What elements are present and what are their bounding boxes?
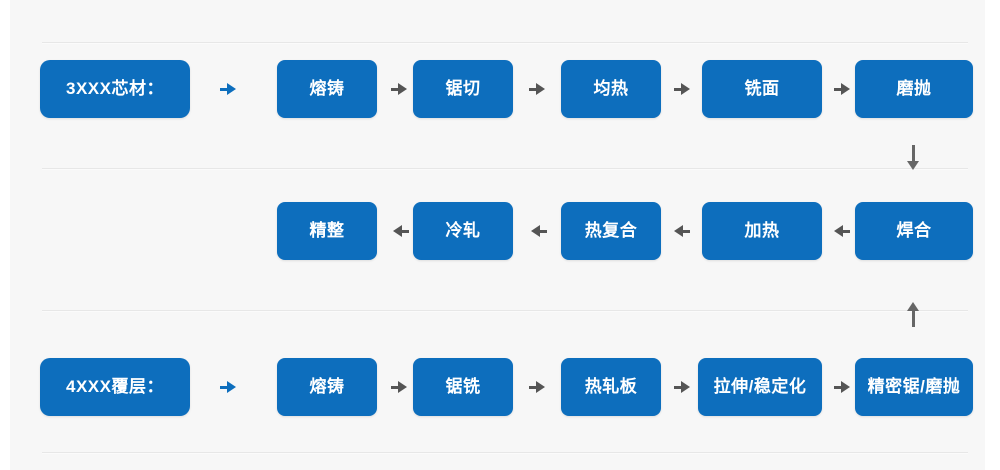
arrow-tail [220,385,227,389]
arrow-head [681,83,690,95]
arrow-right-icon-clad-header [212,380,244,394]
arrow-tail [911,144,915,161]
row-core-step-2[interactable]: 锯切 [413,60,513,118]
row-composite-step-5-label: 焊合 [896,221,932,241]
arrow-head [227,83,236,95]
row-core-header-box[interactable]: 3XXX芯材： [40,60,190,118]
row-clad-step-5-label: 精密锯/磨抛 [867,377,961,397]
arrow-right-icon-core-2 [523,82,551,96]
arrow-right-icon-clad-1 [385,380,413,394]
arrow-right-icon-core-header [212,82,244,96]
arrow-head [227,381,236,393]
row-core-step-5-label: 磨抛 [896,79,932,99]
row-core-step-3-label: 均热 [593,79,629,99]
row-core-step-4[interactable]: 铣面 [702,60,822,118]
arrow-tail [674,87,681,91]
row-clad-step-2-label: 锯铣 [445,377,481,397]
arrow-right-icon-clad-2 [523,380,551,394]
arrow-tail [402,229,409,233]
arrow-right-icon-clad-4 [828,380,856,394]
arrow-right-icon-core-1 [385,82,413,96]
row-clad-step-3-label: 热轧板 [584,377,638,397]
arrow-left-icon-composite-4 [828,224,856,238]
arrow-tail [391,385,398,389]
row-composite-step-5[interactable]: 焊合 [855,202,973,260]
row-core-step-3[interactable]: 均热 [561,60,661,118]
row-core-step-4-label: 铣面 [744,79,780,99]
row-composite-step-4[interactable]: 加热 [702,202,822,260]
row-core-step-1-label: 熔铸 [309,79,345,99]
row-clad-header-label: 4XXX覆层： [66,377,164,397]
row-core-step-1[interactable]: 熔铸 [277,60,377,118]
connector-down-arrow-icon [906,143,920,171]
arrow-right-icon-core-4 [828,82,856,96]
row-composite-step-1[interactable]: 精整 [277,202,377,260]
arrow-head [674,225,683,237]
row-core-step-5[interactable]: 磨抛 [855,60,973,118]
divider-row2-row3 [42,310,968,311]
arrow-tail [674,385,681,389]
divider-bottom [42,452,968,453]
row-core-header-label: 3XXX芯材： [66,79,164,99]
arrow-tail [834,87,841,91]
arrow-tail [529,385,536,389]
arrow-head [536,83,545,95]
arrow-head [907,160,919,170]
row-clad-step-4-label: 拉伸/稳定化 [713,377,807,397]
arrow-right-icon-clad-3 [668,380,696,394]
arrow-head [907,301,919,311]
arrow-head [398,381,407,393]
connector-up-arrow-icon [906,300,920,328]
row-clad-step-2[interactable]: 锯铣 [413,358,513,416]
row-core-step-2-label: 锯切 [445,79,481,99]
arrow-left-icon-composite-3 [668,224,696,238]
row-clad-step-3[interactable]: 热轧板 [561,358,661,416]
arrow-head [834,225,843,237]
row-composite-step-3[interactable]: 热复合 [561,202,661,260]
arrow-tail [529,87,536,91]
arrow-tail [843,229,850,233]
arrow-tail [220,87,227,91]
row-clad-header-box[interactable]: 4XXX覆层： [40,358,190,416]
arrow-head [681,381,690,393]
row-composite-step-4-label: 加热 [744,221,780,241]
row-clad-step-1[interactable]: 熔铸 [277,358,377,416]
arrow-tail [911,310,915,327]
arrow-head [841,83,850,95]
row-clad-step-5[interactable]: 精密锯/磨抛 [855,358,973,416]
row-composite-step-2[interactable]: 冷轧 [413,202,513,260]
arrow-head [393,225,402,237]
divider-top [42,42,968,43]
row-composite-step-1-label: 精整 [309,221,345,241]
arrow-head [536,381,545,393]
arrow-tail [834,385,841,389]
row-composite-step-2-label: 冷轧 [445,221,481,241]
row-composite-step-3-label: 热复合 [584,221,638,241]
arrow-tail [683,229,690,233]
arrow-head [398,83,407,95]
arrow-head [841,381,850,393]
row-clad-step-1-label: 熔铸 [309,377,345,397]
arrow-left-icon-composite-2 [525,224,553,238]
divider-row1-row2 [42,168,968,169]
arrow-left-icon-composite-1 [387,224,415,238]
arrow-right-icon-core-3 [668,82,696,96]
arrow-head [531,225,540,237]
arrow-tail [540,229,547,233]
row-clad-step-4[interactable]: 拉伸/稳定化 [698,358,822,416]
arrow-tail [391,87,398,91]
